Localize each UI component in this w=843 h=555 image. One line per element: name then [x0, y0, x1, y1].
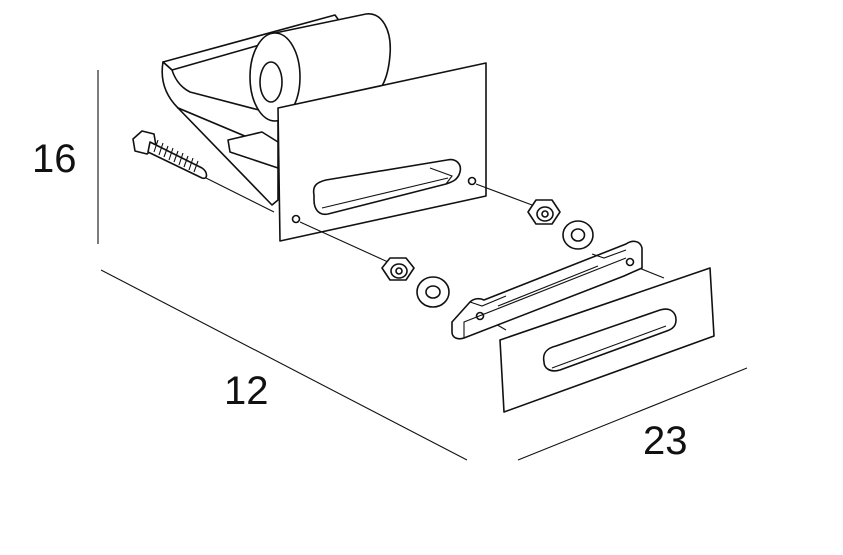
roll-core — [259, 61, 283, 103]
rail-body — [451, 240, 643, 340]
right-washer-inner — [570, 228, 586, 242]
left-bolt-guide-line — [299, 221, 389, 263]
height-label: 16 — [32, 137, 77, 181]
dimension-height: 16 — [32, 70, 99, 244]
left-nut-bore — [395, 267, 403, 275]
rail-hook-right — [591, 249, 627, 259]
holder-front-plate — [277, 62, 487, 242]
depth-dimension-line — [100, 269, 468, 461]
rail-hook-left — [469, 295, 507, 307]
cover-plate-slot-inner — [551, 325, 667, 369]
screw-shank — [147, 141, 208, 180]
front-plate-slot-lip — [429, 167, 453, 185]
left-washer — [416, 276, 450, 308]
rail-fold — [463, 257, 627, 338]
width-label: 23 — [643, 419, 688, 463]
cover-plate — [499, 267, 715, 413]
screw-thread — [153, 139, 199, 173]
left-nut-hole — [390, 263, 408, 279]
right-bolt-guide-line — [475, 183, 533, 206]
screw-guide-line — [205, 177, 275, 213]
depth-label: 12 — [224, 369, 269, 413]
mounting-rail — [451, 240, 643, 340]
rail-hole-right — [625, 257, 635, 267]
left-washer-inner — [425, 285, 441, 299]
front-plate-slot-inner — [321, 177, 449, 209]
right-nut — [527, 199, 561, 225]
dimension-width: 23 — [517, 367, 748, 463]
front-plate — [277, 62, 487, 242]
front-cover-plate — [499, 267, 715, 413]
front-plate-hole-left — [291, 214, 301, 224]
screw — [132, 130, 208, 180]
right-washer — [562, 220, 594, 250]
left-nut — [381, 257, 415, 281]
cover-plate-slot — [542, 308, 677, 372]
right-nut-bore — [541, 210, 549, 218]
rail-slot-edge — [497, 265, 599, 307]
width-dimension-line — [517, 367, 748, 461]
dimension-depth: 12 — [100, 269, 468, 461]
front-plate-slot — [312, 158, 462, 216]
rail-hole-left — [475, 311, 485, 321]
front-plate-hole-right — [467, 176, 477, 186]
right-nut-hole — [536, 206, 554, 222]
